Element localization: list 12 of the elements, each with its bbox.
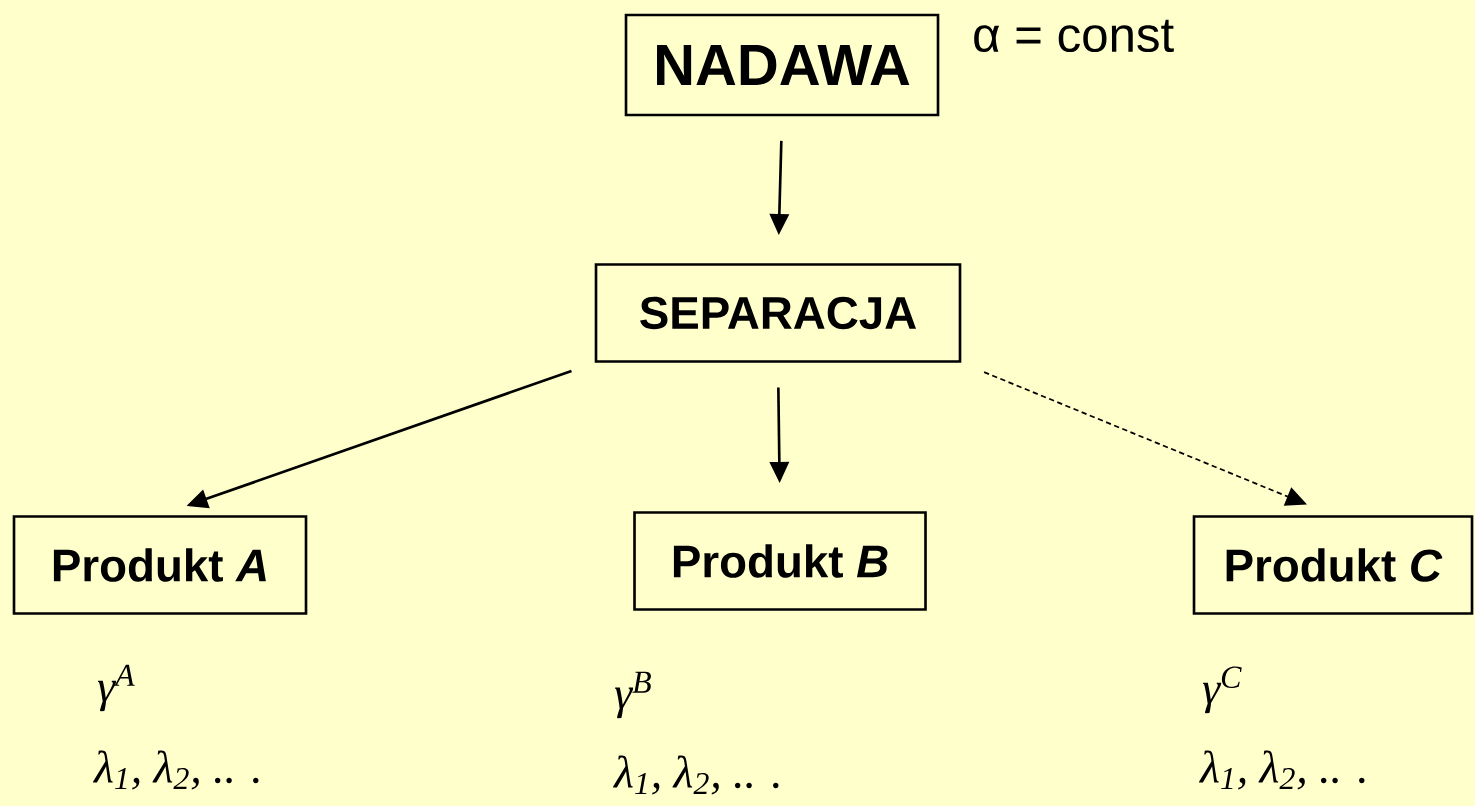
parameter-list: λ$_{1}$, λ$_{2}$, .. . <box>1199 750 1365 790</box>
coefficient-label: γ$^{C}$ <box>1202 666 1242 714</box>
process-box: Produkt A <box>12 515 308 615</box>
coefficient-label: γ$^{A}$ <box>97 664 135 712</box>
coefficient-label: γ$^{B}$ <box>614 671 651 719</box>
process-box: Produkt B <box>633 511 927 611</box>
parameter-list: λ$_{1}$, λ$_{2}$, .. . <box>93 750 259 790</box>
process-box: NADAWA <box>624 13 940 117</box>
process-box: SEPARACJA <box>594 263 962 363</box>
condition-label: α = const <box>974 19 1174 53</box>
parameter-list: λ$_{1}$, λ$_{2}$, .. . <box>613 755 779 795</box>
process-box: Produkt C <box>1192 515 1474 615</box>
